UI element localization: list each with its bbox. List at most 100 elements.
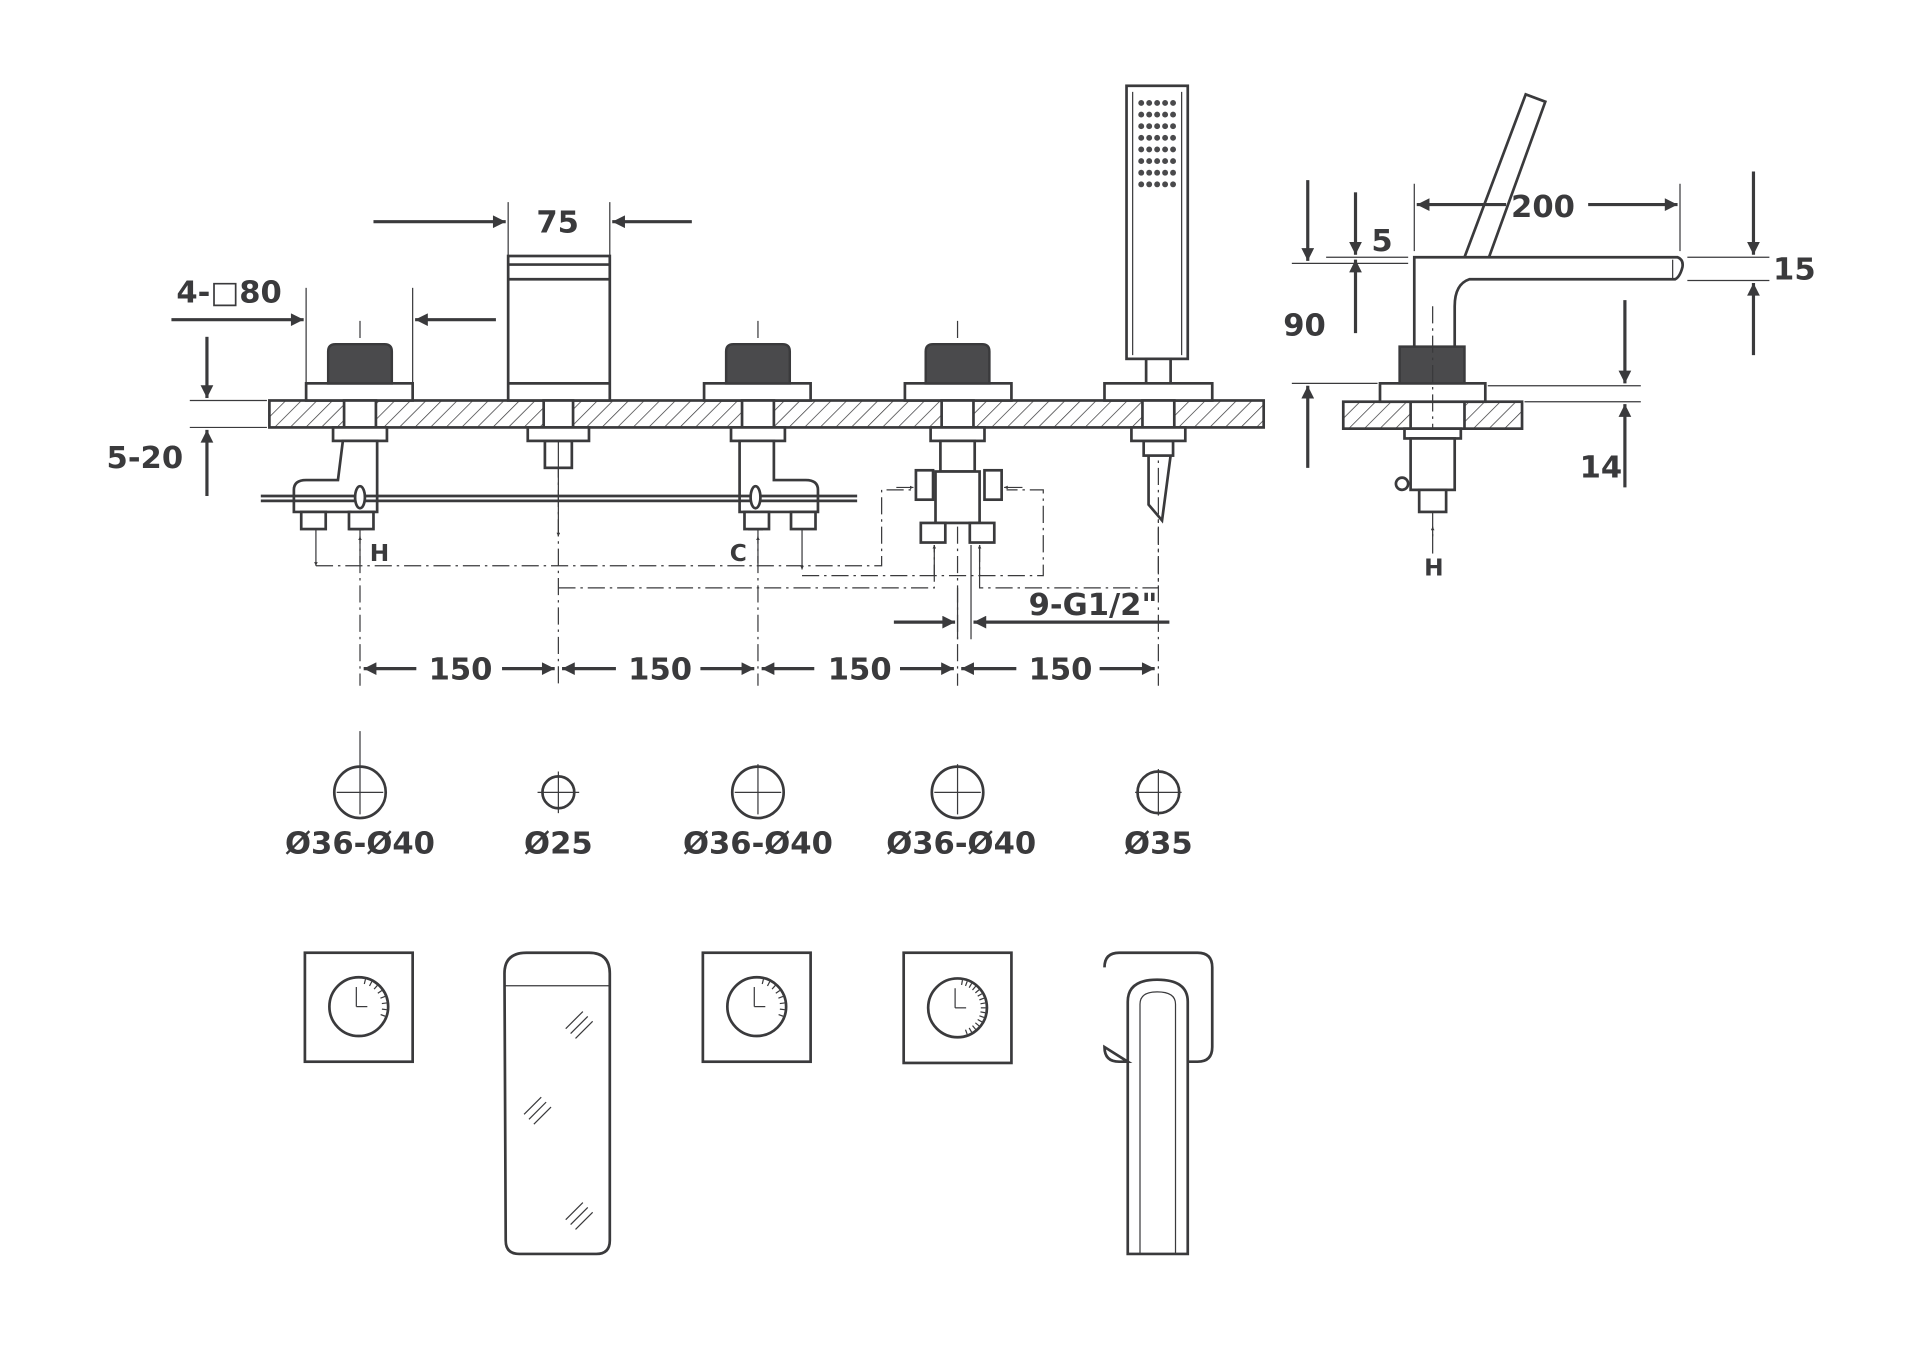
top-diverter (902, 951, 1013, 1065)
side-inlet-label: H (1424, 555, 1443, 582)
dial-tick (960, 979, 964, 986)
nozzle-dot (1162, 134, 1169, 141)
hole-1: Ø36-Ø40 (285, 731, 435, 862)
nozzle-dot (1170, 123, 1176, 130)
nozzle-dot (1154, 146, 1161, 153)
dial-ticks (363, 979, 986, 1035)
top-view (303, 951, 1214, 1256)
dial-tick (381, 1008, 387, 1011)
nozzle-dot (1138, 181, 1145, 188)
dial-tick (964, 981, 968, 987)
dial-tick (778, 1013, 784, 1017)
dial-tick (380, 995, 386, 999)
nozzle-dot (1162, 100, 1169, 106)
spacing-label-4: 150 (1029, 653, 1093, 688)
dial-tick (974, 1022, 980, 1027)
dial-tick (778, 995, 784, 999)
dial-tick (368, 981, 373, 987)
nozzle-dot (1138, 158, 1145, 165)
nozzle-dot (1154, 158, 1161, 165)
nozzle-dot (1146, 134, 1153, 141)
top-handle-cold (701, 951, 812, 1064)
nozzle-dot (1154, 181, 1161, 188)
nozzle-dot (1162, 169, 1169, 176)
nozzle-dot (1170, 169, 1176, 176)
spout-width-label: 75 (536, 206, 579, 241)
nozzle-dot (1170, 111, 1176, 118)
nozzle-dot (1138, 100, 1145, 106)
dial-tick (766, 981, 771, 987)
nozzle-dot (1146, 100, 1153, 106)
nozzle-dot (1146, 158, 1153, 165)
nozzle-dot (1138, 134, 1145, 141)
hole-diameter-label: Ø36-Ø40 (683, 827, 833, 862)
hole-4: Ø36-Ø40 (886, 764, 1036, 862)
dial-tick (377, 989, 383, 994)
nozzle-dot (1170, 146, 1176, 153)
dial-tick (972, 985, 977, 991)
dial-tick (972, 1025, 977, 1030)
dial-tick (771, 985, 776, 990)
nozzle-dot (1154, 169, 1161, 176)
handle-base-label: 4-□80 (176, 276, 282, 311)
valve-handle-hot (304, 342, 414, 402)
dimension-15: 15 (1687, 171, 1816, 356)
dimension-75: 75 (373, 202, 692, 257)
nozzle-dot (1154, 123, 1161, 130)
nozzle-dot (1146, 181, 1153, 188)
dial-tick (775, 989, 781, 994)
hole-2: Ø25 (524, 771, 593, 862)
nozzle-dot (1146, 146, 1153, 153)
nozzle-dot (1154, 134, 1161, 141)
hole-5: Ø35 (1124, 769, 1193, 862)
dial-tick (977, 993, 983, 997)
thread-label: 9-G1/2" (1029, 588, 1158, 623)
nozzle-dot (1154, 100, 1161, 106)
dial-tick (964, 1029, 968, 1035)
flow-arrows (314, 440, 1023, 576)
top-handle-hot (303, 951, 414, 1064)
spout-reach-label: 200 (1511, 190, 1575, 225)
dial-tick (977, 1018, 983, 1023)
nozzle-dot (1138, 146, 1145, 153)
nozzle-dot (1170, 181, 1176, 188)
height-label: 90 (1283, 309, 1326, 344)
deck-thickness-label: 5-20 (107, 441, 184, 476)
dimension-spacings: 150 150 150 150 (363, 653, 1155, 688)
dimension-deck-thickness: 5-20 (107, 336, 267, 497)
dial-tick (363, 979, 367, 985)
hole-layout: Ø36-Ø40 Ø25 Ø36-Ø40 Ø36-Ø40 Ø35 (285, 731, 1193, 862)
dial-tick (980, 1011, 986, 1014)
dimension-thread: 9-G1/2" (893, 544, 1170, 640)
dial-tick (974, 989, 980, 994)
nozzle-dot (1154, 111, 1161, 118)
clearance-label: 14 (1580, 451, 1623, 486)
dimension-5: 5 (1326, 192, 1409, 334)
nozzle-dot (1170, 134, 1176, 141)
dial-tick (968, 983, 973, 988)
dial-tick (980, 1002, 986, 1005)
dial-tick (779, 1008, 785, 1011)
nozzle-dot (1138, 123, 1145, 130)
nozzle-dot (1138, 169, 1145, 176)
spacing-label-3: 150 (828, 653, 892, 688)
spacing-label-2: 150 (628, 653, 692, 688)
spacing-label-1: 150 (429, 653, 493, 688)
valve-handle-cold (702, 342, 812, 402)
cold-inlet-label: C (730, 540, 747, 567)
dial-tick (381, 1002, 387, 1005)
hot-inlet-label: H (370, 540, 389, 567)
nozzle-dot (1146, 123, 1153, 130)
hole-3: Ø36-Ø40 (683, 764, 833, 862)
diverter-handle (903, 342, 1013, 402)
nozzle-dot (1170, 100, 1176, 106)
nozzle-dot (1170, 158, 1176, 165)
front-view: H C 75 4-□80 5-20 9 (107, 84, 1266, 688)
dimension-14: 14 (1487, 300, 1641, 488)
dimension-200: 200 (1413, 183, 1681, 252)
hole-diameter-label: Ø35 (1124, 827, 1193, 862)
nozzle-dot (1138, 111, 1145, 118)
spout-thickness-label: 15 (1773, 252, 1816, 287)
side-view: H 200 5 90 15 (1283, 92, 1816, 582)
dial-tick (979, 997, 985, 1001)
